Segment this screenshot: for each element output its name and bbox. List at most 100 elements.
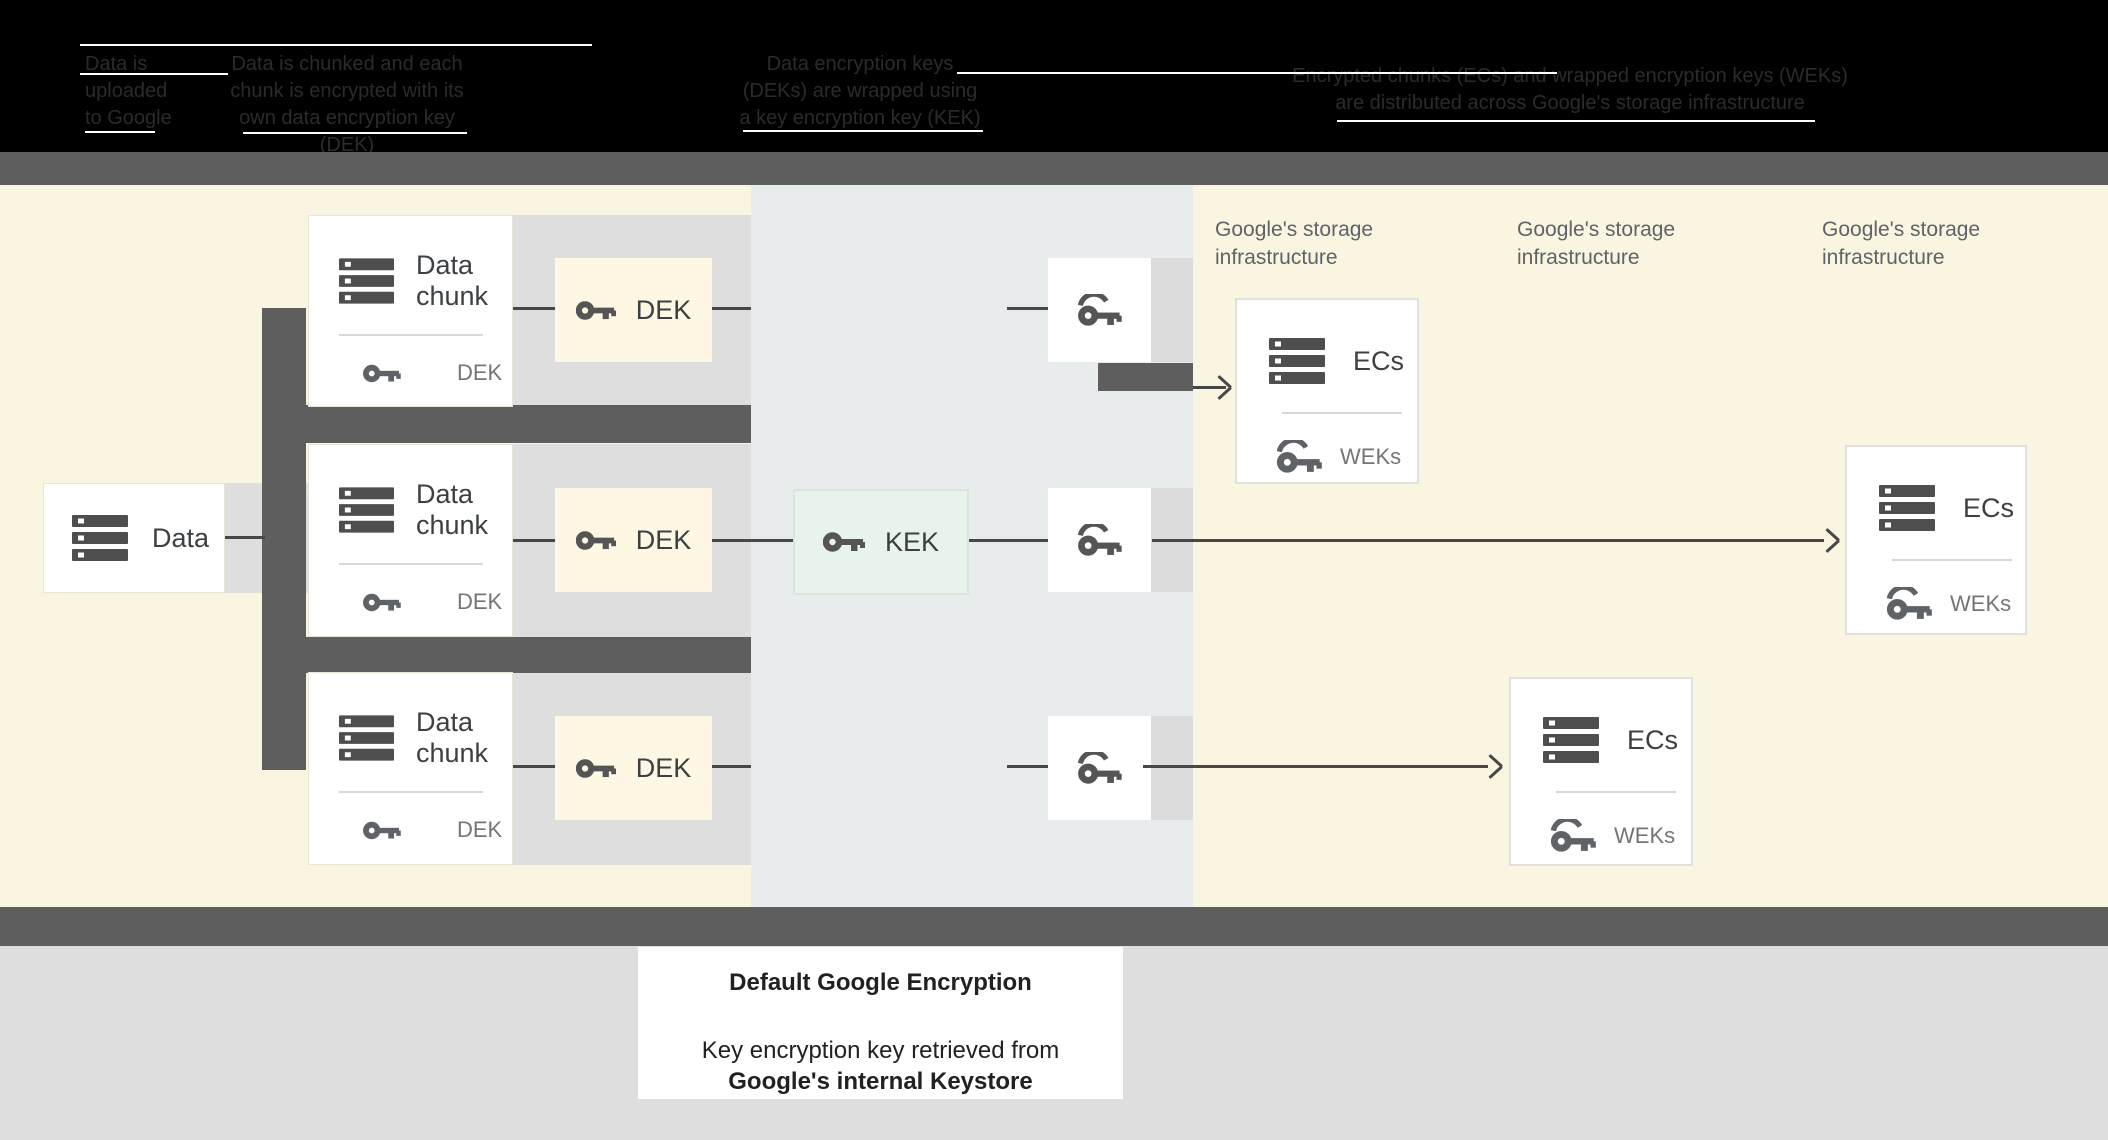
data-chunk-label: Data chunk bbox=[416, 707, 489, 768]
wrapped-key-icon bbox=[1277, 440, 1322, 474]
connector-line bbox=[712, 765, 751, 768]
storage-label-3: Google's storage infrastructure bbox=[1822, 216, 2002, 272]
dek-label: DEK bbox=[635, 294, 692, 325]
link-underline bbox=[243, 132, 467, 134]
ecs-box-2: ECs WEKs bbox=[1845, 445, 2027, 635]
footer-card: Default Google Encryption Key encryption… bbox=[638, 947, 1123, 1099]
connector-trunk bbox=[262, 308, 306, 770]
storage-label-line: infrastructure bbox=[1215, 246, 1338, 269]
wrapped-key-box-2 bbox=[1048, 488, 1151, 592]
connector-line bbox=[712, 307, 751, 310]
data-chunk-label: Data chunk bbox=[416, 479, 489, 540]
divider bbox=[339, 334, 483, 336]
arrow-head bbox=[1820, 527, 1840, 553]
connector-line bbox=[1007, 765, 1048, 768]
key-icon bbox=[576, 755, 616, 782]
server-icon bbox=[1543, 717, 1599, 763]
connector-line bbox=[969, 539, 1048, 542]
data-box-label: Data bbox=[152, 522, 210, 553]
key-icon bbox=[363, 590, 401, 615]
storage-label-2: Google's storage infrastructure bbox=[1517, 216, 1697, 272]
caption-line: a key encryption key (KEK) bbox=[739, 107, 981, 129]
connector-line bbox=[1007, 307, 1048, 310]
storage-label-line: infrastructure bbox=[1517, 246, 1640, 269]
server-icon bbox=[72, 515, 128, 561]
caption-line: Data is bbox=[85, 53, 148, 75]
data-chunk-label: Data chunk bbox=[416, 250, 489, 311]
footer-title: Default Google Encryption bbox=[729, 969, 1032, 996]
caption-line: chunk is encrypted with its bbox=[230, 80, 464, 102]
wrapped-key-icon bbox=[1551, 819, 1596, 853]
arrow-head bbox=[1212, 374, 1232, 400]
caption-line: Data is chunked and each bbox=[231, 53, 463, 75]
connector-bar-2 bbox=[262, 637, 751, 673]
caption-line: own data encryption key (DEK) bbox=[239, 107, 455, 156]
key-icon bbox=[363, 361, 401, 386]
dek-box-3: DEK bbox=[555, 716, 712, 820]
step-caption-4: Encrypted chunks (ECs) and wrapped encry… bbox=[1280, 63, 1860, 117]
server-icon bbox=[339, 258, 394, 304]
step-caption-2: Data is chunked and each chunk is encryp… bbox=[222, 51, 472, 159]
data-chunk-box-2: Data chunk DEK bbox=[308, 444, 513, 637]
dek-box-1: DEK bbox=[555, 258, 712, 362]
header-rule bbox=[957, 72, 1557, 74]
top-divider-bar bbox=[0, 152, 2108, 185]
kek-box: KEK bbox=[793, 489, 969, 595]
ecs-label: ECs bbox=[1963, 492, 2015, 523]
divider bbox=[1892, 559, 2012, 561]
connector-bar-1 bbox=[262, 405, 751, 443]
step-caption-1: Data is uploaded to Google bbox=[85, 51, 255, 132]
key-icon bbox=[823, 528, 865, 556]
storage-label-line: Google's storage bbox=[1822, 218, 1981, 241]
server-icon bbox=[1269, 338, 1325, 384]
dek-label: DEK bbox=[635, 524, 692, 555]
wrapped-key-icon bbox=[1887, 587, 1932, 621]
weks-label: WEKs bbox=[1614, 823, 1676, 848]
connector-line bbox=[712, 539, 793, 542]
footer-body-line: Google's internal Keystore bbox=[728, 1068, 1033, 1095]
connector-line bbox=[513, 307, 555, 310]
dek-label: DEK bbox=[635, 752, 692, 783]
arrow-line bbox=[1152, 539, 1824, 542]
ecs-label: ECs bbox=[1627, 724, 1679, 755]
data-chunk-box-1: Data chunk DEK bbox=[308, 215, 513, 407]
header-band: Data is uploaded to Google Data is chunk… bbox=[0, 0, 2108, 156]
key-icon bbox=[576, 297, 616, 324]
wrapped-key-icon bbox=[1078, 752, 1122, 785]
link-underline bbox=[743, 130, 983, 132]
key-icon bbox=[363, 818, 401, 843]
step-caption-3: Data encryption keys (DEKs) are wrapped … bbox=[735, 51, 985, 132]
server-icon bbox=[1879, 485, 1935, 531]
connector-line bbox=[513, 765, 555, 768]
header-rule bbox=[80, 73, 228, 75]
divider bbox=[339, 791, 483, 793]
connector-line bbox=[225, 536, 265, 539]
keybox-strip bbox=[1151, 258, 1193, 362]
data-chunk-box-3: Data chunk DEK bbox=[308, 672, 513, 865]
data-box: Data bbox=[43, 483, 225, 593]
storage-label-line: infrastructure bbox=[1822, 246, 1945, 269]
storage-label-1: Google's storage infrastructure bbox=[1215, 216, 1395, 272]
dek-box-2: DEK bbox=[555, 488, 712, 592]
link-underline bbox=[1337, 120, 1815, 122]
arrow-line bbox=[1143, 765, 1488, 768]
caption-line: (DEKs) are wrapped using bbox=[742, 80, 978, 102]
chunk-key-label: DEK bbox=[457, 360, 503, 385]
divider bbox=[339, 563, 483, 565]
arrow-head bbox=[1483, 753, 1503, 779]
wrapped-key-box-3 bbox=[1048, 716, 1151, 820]
storage-label-line: Google's storage bbox=[1517, 218, 1676, 241]
wrapped-key-connector-bar bbox=[1098, 363, 1193, 391]
divider bbox=[1282, 412, 1402, 414]
divider bbox=[1556, 791, 1676, 793]
ecs-box-3: ECs WEKs bbox=[1509, 677, 1693, 866]
footer-body-line: Key encryption key retrieved from bbox=[701, 1037, 1060, 1064]
weks-label: WEKs bbox=[1340, 444, 1402, 469]
caption-line: Encrypted chunks (ECs) and wrapped encry… bbox=[1292, 65, 1848, 87]
keybox-strip bbox=[1151, 716, 1193, 820]
arrow-line bbox=[1193, 386, 1226, 389]
ecs-box-1: ECs WEKs bbox=[1235, 298, 1419, 484]
caption-line: are distributed across Google's storage … bbox=[1335, 92, 1805, 114]
chunk-key-label: DEK bbox=[457, 817, 503, 842]
